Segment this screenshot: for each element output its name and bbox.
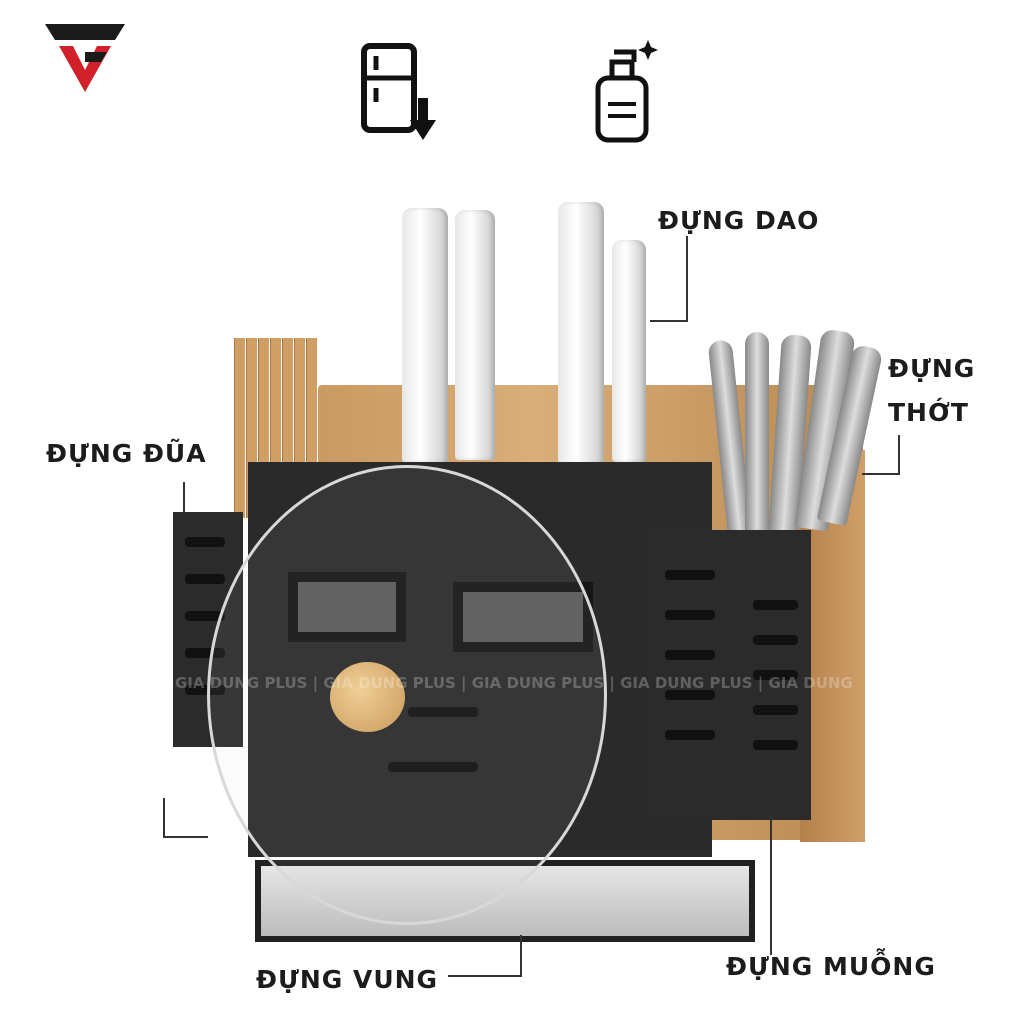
label-chopstick-storage: ĐỰNG ĐŨA	[46, 439, 207, 468]
lid-knob	[330, 662, 405, 732]
callout-line	[898, 435, 900, 475]
label-board-storage-line1: ĐỰNG	[888, 354, 976, 383]
callout-line	[770, 815, 772, 955]
brand-logo	[45, 24, 125, 92]
label-spoon-storage: ĐỰNG MUỖNG	[726, 952, 936, 981]
pot-lid	[207, 465, 607, 925]
callout-line	[686, 236, 688, 322]
label-knife-storage: ĐỰNG DAO	[658, 206, 820, 235]
soap-bottle-icon	[595, 40, 658, 143]
fridge-download-icon	[361, 43, 436, 140]
watermark: GIA DUNG PLUS | GIA DUNG PLUS | GIA DUNG…	[175, 674, 853, 692]
callout-line	[650, 320, 688, 322]
callout-line	[163, 798, 165, 838]
callout-line	[448, 975, 522, 977]
callout-line	[520, 935, 522, 977]
callout-line	[183, 482, 185, 514]
callout-line	[862, 473, 900, 475]
spoon-holder	[643, 530, 811, 820]
label-board-storage-line2: THỚT	[888, 398, 969, 427]
label-lid-storage: ĐỰNG VUNG	[256, 965, 439, 994]
callout-line	[163, 836, 208, 838]
